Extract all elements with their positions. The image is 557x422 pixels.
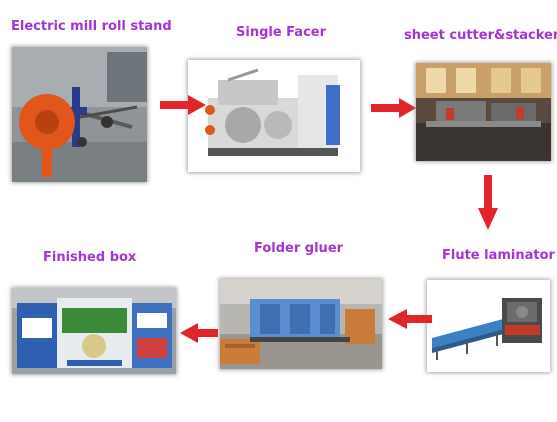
mill-roll-stand-label: Electric mill roll stand <box>11 19 172 34</box>
arrow-mill-to-facer <box>160 95 206 115</box>
arrow-facer-to-cutter <box>371 98 416 118</box>
single-facer-label: Single Facer <box>236 25 327 40</box>
single-facer-photo <box>188 60 360 172</box>
sheet-cutter-photo <box>416 63 551 161</box>
arrow-cutter-to-laminator <box>478 175 498 230</box>
flute-laminator-label: Flute laminator <box>442 248 555 263</box>
finished-box-photo <box>12 288 176 374</box>
sheet-cutter-label: sheet cutter&stacker <box>404 28 557 43</box>
flute-laminator-photo <box>427 280 550 372</box>
finished-box-label: Finished box <box>43 250 137 265</box>
mill-roll-stand-photo <box>12 47 147 182</box>
arrow-laminator-to-gluer <box>388 309 432 329</box>
folder-gluer-label: Folder gluer <box>254 241 344 256</box>
arrow-gluer-to-box <box>180 323 218 343</box>
folder-gluer-photo <box>220 279 382 369</box>
